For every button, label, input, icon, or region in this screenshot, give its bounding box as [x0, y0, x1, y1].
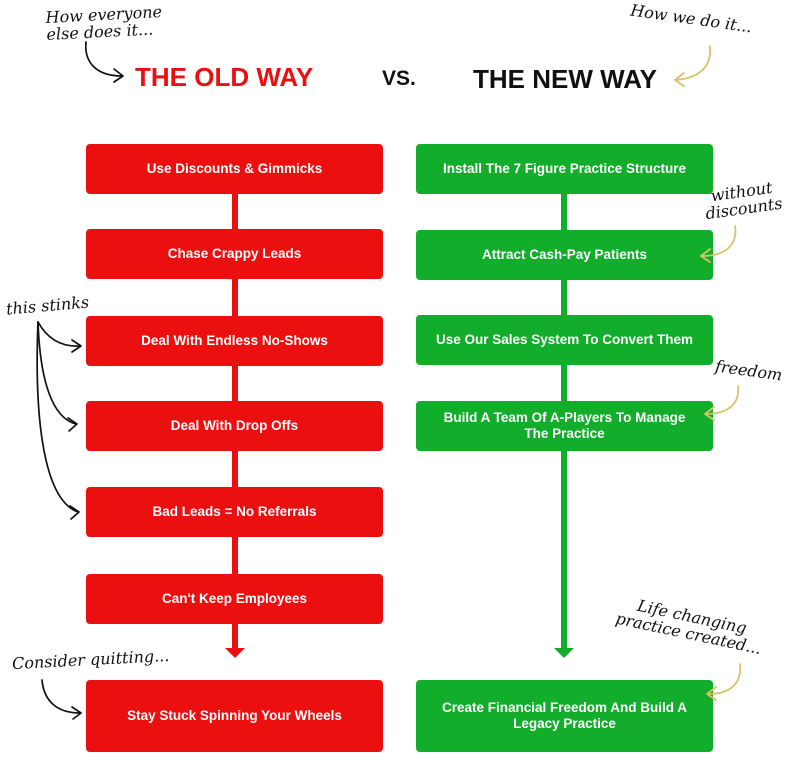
arrow-stinks-1-icon: [37, 321, 81, 347]
new-step-3: Use Our Sales System To Convert Them: [416, 315, 713, 365]
old-way-heading: THE OLD WAY: [135, 62, 314, 92]
note-how-we-do: How we do it...: [629, 0, 754, 37]
note-how-everyone: How everyone else does it...: [45, 1, 163, 45]
arrow-stinks-3-icon: [36, 321, 79, 513]
new-step-final: Create Financial Freedom And Build A Leg…: [416, 680, 713, 752]
old-step-2: Chase Crappy Leads: [86, 229, 383, 279]
new-step-1: Install The 7 Figure Practice Structure: [416, 144, 713, 194]
old-step-4: Deal With Drop Offs: [86, 401, 383, 451]
new-way-heading: THE NEW WAY: [473, 64, 657, 94]
arrow-how-we-do-icon: [675, 45, 711, 81]
old-step-1: Use Discounts & Gimmicks: [86, 144, 383, 194]
arrow-stinks-2-icon: [37, 321, 77, 425]
note-freedom: freedom: [714, 356, 784, 385]
vs-label: VS.: [382, 67, 416, 90]
old-step-final: Stay Stuck Spinning Your Wheels: [86, 680, 383, 752]
arrow-consider-quitting-icon: [41, 679, 81, 714]
new-step-4: Build A Team Of A-Players To Manage The …: [416, 401, 713, 451]
old-way-arrowhead: [225, 648, 245, 658]
new-step-2: Attract Cash-Pay Patients: [416, 230, 713, 280]
old-step-3: Deal With Endless No-Shows: [86, 316, 383, 366]
note-consider-quitting: Consider quitting...: [11, 645, 170, 674]
old-step-5: Bad Leads = No Referrals: [86, 487, 383, 537]
note-without-discounts: without discounts: [704, 177, 784, 224]
note-life-changing: Life changing practice created...: [613, 595, 764, 659]
old-step-6: Can't Keep Employees: [86, 574, 383, 624]
arrow-how-everyone-icon: [85, 41, 123, 77]
note-this-stinks: this stinks: [5, 292, 90, 319]
new-way-arrowhead: [554, 648, 574, 658]
